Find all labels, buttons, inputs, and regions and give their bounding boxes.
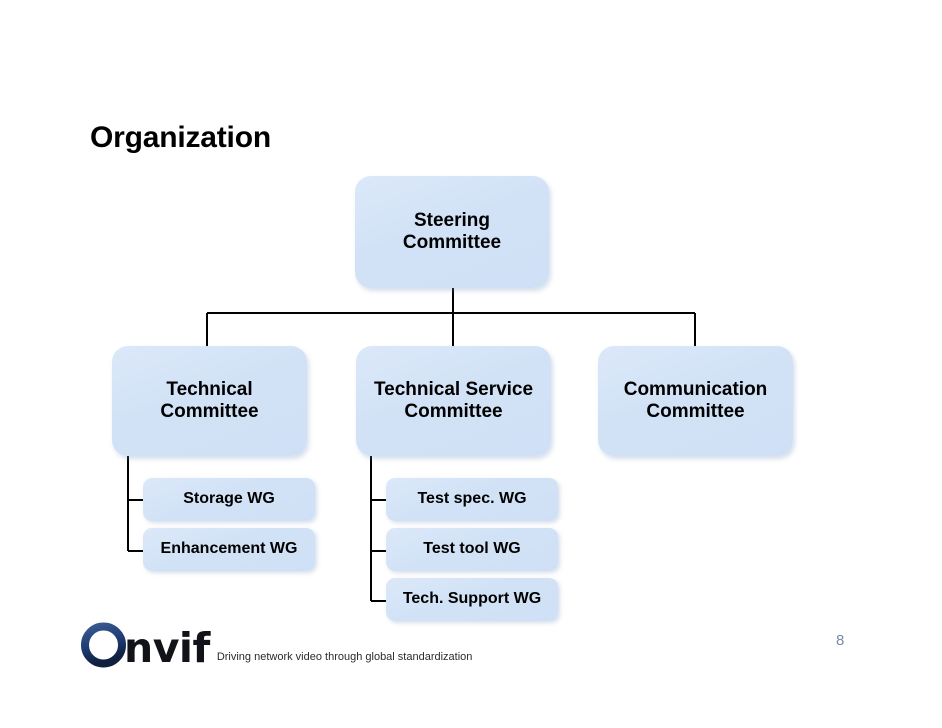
- node-label: Steering Committee: [402, 210, 502, 253]
- node-technical-committee[interactable]: Technical Committee: [112, 346, 307, 456]
- node-test-spec-wg[interactable]: Test spec. WG: [386, 478, 558, 521]
- node-label: Enhancement WG: [160, 540, 298, 558]
- node-enhancement-wg[interactable]: Enhancement WG: [143, 528, 315, 571]
- page-title: Organization: [90, 121, 271, 154]
- node-label: Test spec. WG: [417, 490, 527, 508]
- node-label: Technical Service Committee: [373, 379, 534, 422]
- page-number: 8: [836, 632, 845, 649]
- node-communication-committee[interactable]: Communication Committee: [598, 346, 793, 456]
- onvif-logo: nvif Driving network video through globa…: [80, 622, 473, 673]
- node-label: Test tool WG: [423, 540, 521, 558]
- node-storage-wg[interactable]: Storage WG: [143, 478, 315, 521]
- node-label: Storage WG: [183, 490, 275, 508]
- onvif-wordmark: nvif: [124, 624, 210, 673]
- node-technical-service-committee[interactable]: Technical Service Committee: [356, 346, 551, 456]
- node-steering-committee[interactable]: Steering Committee: [355, 176, 549, 288]
- node-label: Tech. Support WG: [402, 590, 542, 608]
- onvif-o-ring-icon: [81, 622, 126, 668]
- node-label: Communication Committee: [623, 379, 768, 422]
- node-test-tool-wg[interactable]: Test tool WG: [386, 528, 558, 571]
- onvif-tagline: Driving network video through global sta…: [216, 651, 473, 663]
- node-label: Technical Committee: [160, 379, 259, 422]
- node-tech-support-wg[interactable]: Tech. Support WG: [386, 578, 558, 621]
